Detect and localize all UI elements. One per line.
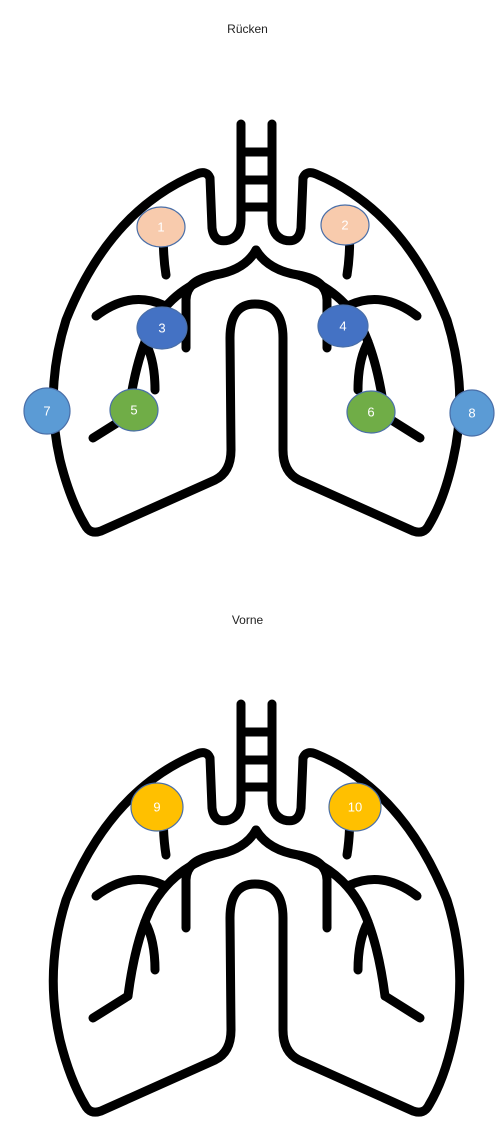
spot-3-label: 3 bbox=[158, 321, 165, 336]
spot-7-label: 7 bbox=[43, 404, 50, 419]
lungs-outline-icon bbox=[53, 704, 459, 1112]
spot-10-marker: 10 bbox=[329, 783, 381, 831]
spot-2-label: 2 bbox=[341, 218, 348, 233]
spot-10-label: 10 bbox=[348, 800, 362, 815]
spot-6-label: 6 bbox=[367, 405, 374, 420]
spot-1-marker: 1 bbox=[137, 207, 185, 247]
spot-2-marker: 2 bbox=[321, 205, 369, 245]
front-view-title: Vorne bbox=[0, 613, 495, 627]
spot-4-label: 4 bbox=[339, 319, 346, 334]
spot-9-label: 9 bbox=[153, 800, 160, 815]
spot-4-marker: 4 bbox=[318, 305, 368, 347]
spot-8-marker: 8 bbox=[450, 390, 494, 436]
spot-9-marker: 9 bbox=[131, 783, 183, 831]
back-view-title: Rücken bbox=[0, 22, 495, 36]
spot-5-marker: 5 bbox=[110, 389, 158, 431]
back-lung-diagram: 1 2 3 4 5 6 7 8 bbox=[0, 100, 495, 560]
lungs-outline-icon bbox=[53, 124, 459, 532]
spot-7-marker: 7 bbox=[24, 388, 70, 434]
front-lung-diagram: 9 10 bbox=[0, 690, 495, 1126]
spot-1-label: 1 bbox=[157, 220, 164, 235]
spot-3-marker: 3 bbox=[137, 307, 187, 349]
spot-5-label: 5 bbox=[130, 403, 137, 418]
spot-6-marker: 6 bbox=[347, 391, 395, 433]
spot-8-label: 8 bbox=[468, 406, 475, 421]
